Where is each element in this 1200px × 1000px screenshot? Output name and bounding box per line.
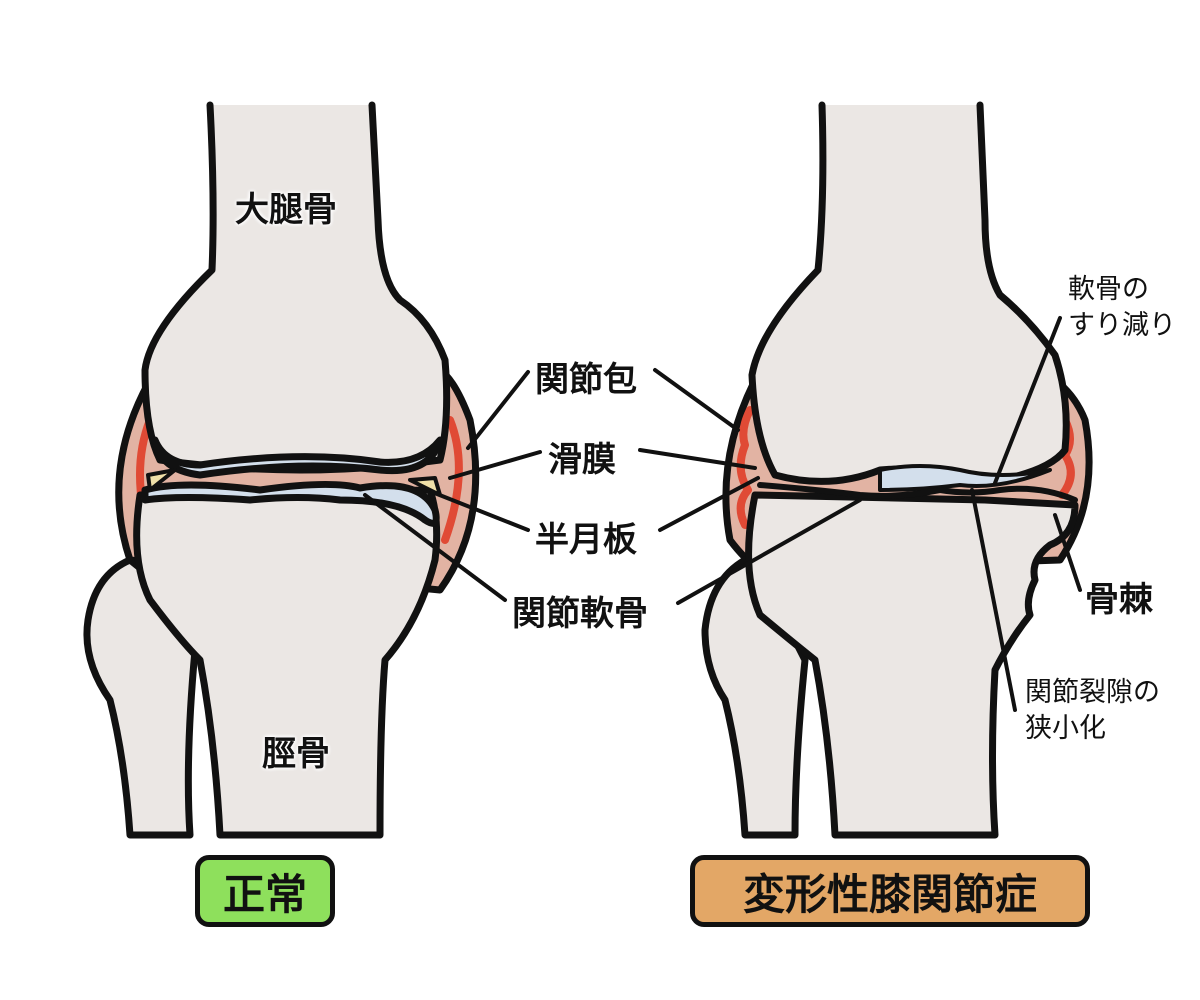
label-cartilage-wear-line2: すり減り [1068,310,1176,341]
cartilage-normal-top [151,436,444,479]
tibia-oa [745,491,1079,839]
cartilage-oa-worn [878,464,1052,492]
label-cartilage-wear-line1: 軟骨の [1068,274,1149,305]
label-cartilage-wear: 軟骨の すり減り [1068,272,1176,344]
label-joint-space-line2: 狭小化 [1025,713,1106,744]
label-joint-space-narrowing: 関節裂隙の 狭小化 [1025,675,1160,747]
label-femur: 大腿骨 [235,190,337,230]
label-joint-capsule: 関節包 [535,360,637,400]
label-meniscus: 半月板 [535,520,637,560]
label-joint-space-line1: 関節裂隙の [1025,677,1160,708]
badge-normal: 正常 [195,855,335,927]
femur-normal [141,101,451,474]
label-osteophyte: 骨棘 [1085,580,1153,620]
label-articular-cartilage: 関節軟骨 [512,594,648,634]
synovium-oa-left [736,406,754,529]
badge-osteoarthritis: 変形性膝関節症 [690,855,1090,927]
label-synovium: 滑膜 [548,440,616,480]
tibia-normal [133,486,441,839]
meniscus-normal [146,468,442,497]
joint-line-oa [757,482,1078,503]
leader-lines [363,316,1082,712]
label-tibia: 脛骨 [262,734,330,774]
